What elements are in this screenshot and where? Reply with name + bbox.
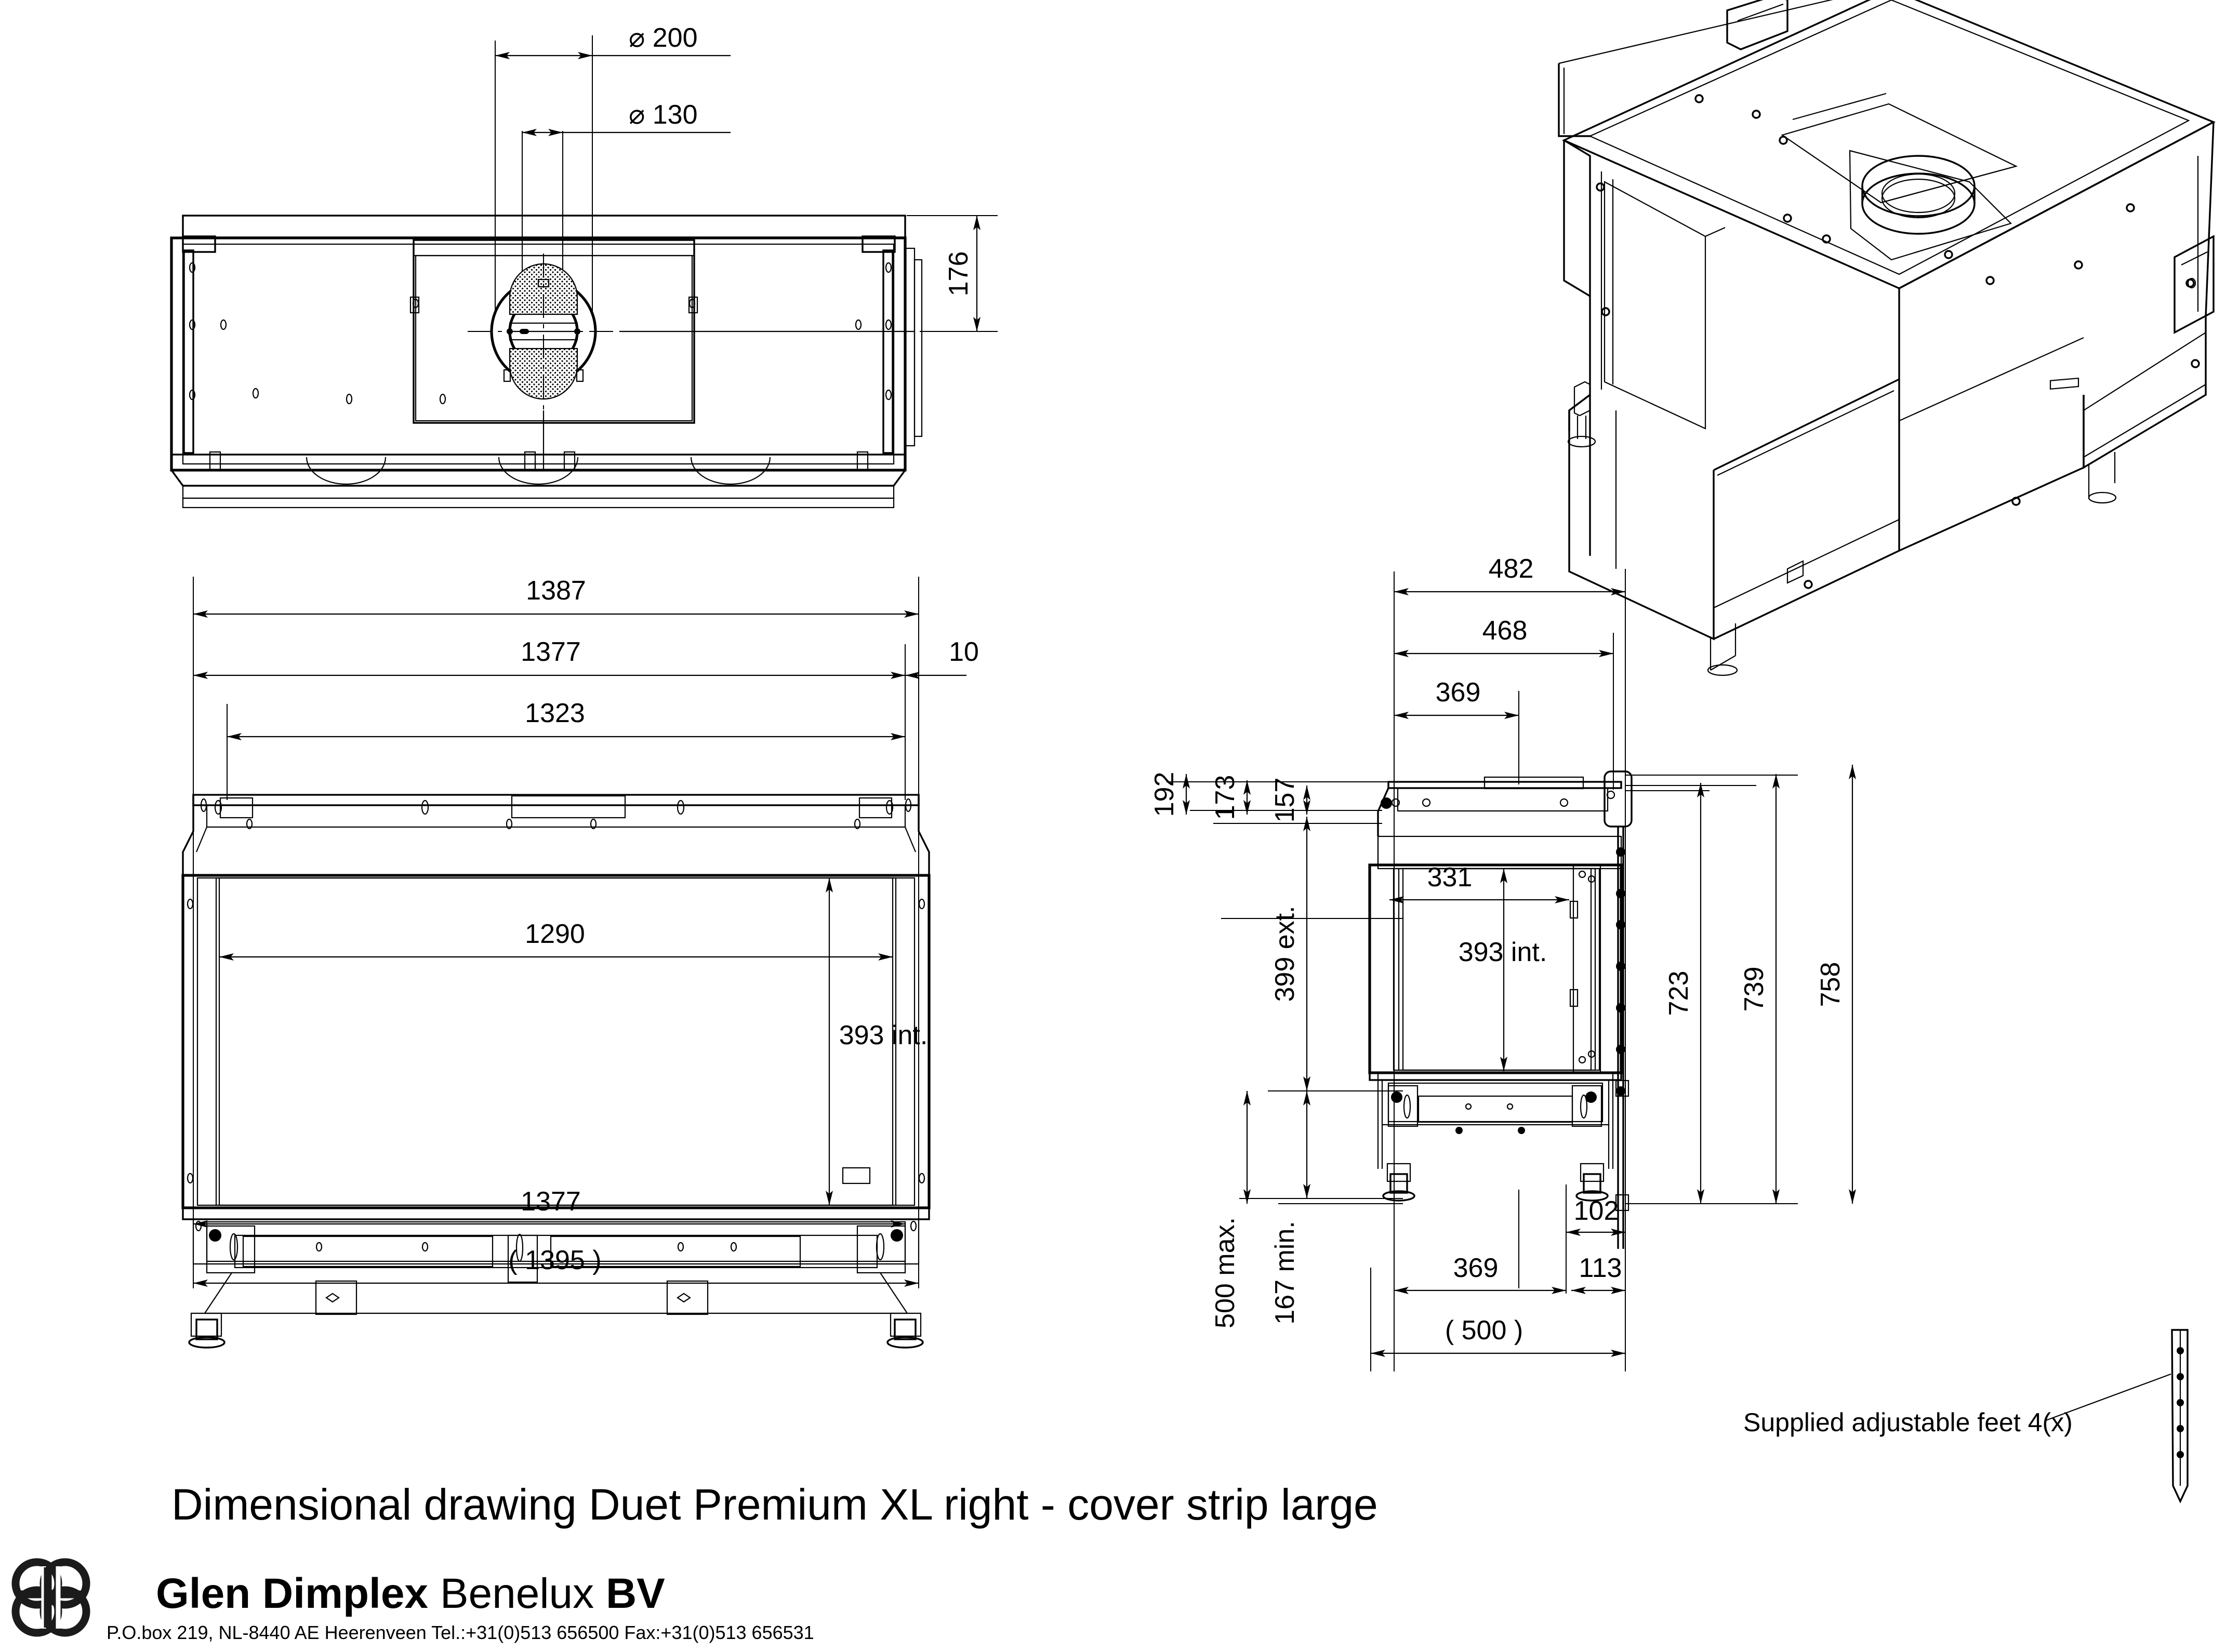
dimension-label-331: 331 [1427,862,1473,892]
dimension-192: 192 [1149,772,1190,817]
dimension-label-468: 468 [1482,616,1528,646]
dimension-label-369-top: 369 [1436,677,1481,708]
dimension-331: 331 [1389,862,1569,903]
front-extension-lines [193,577,919,1288]
side-cabinet-outline [1368,770,1633,1249]
dimension-10: 10 [905,637,979,679]
dimension-102: 102 [1566,1196,1625,1236]
front-cabinet-outline [181,794,931,1349]
dimension-label-10: 10 [949,637,979,667]
dimension-500-ref: ( 500 ) [1370,1268,1625,1371]
side-section-view: 482 468 369 192 173 157 399 ext. [1149,554,1856,1371]
dimension-157: 157 [1270,778,1310,823]
dimension-label-1395: ( 1395 ) [508,1245,601,1275]
adjustable-foot-detail: Supplied adjustable feet 4(x) [1743,1329,2189,1504]
company-address: P.O.box 219, NL-8440 AE Heerenveen Tel.:… [107,1622,814,1643]
dimension-label-173: 173 [1210,775,1240,820]
dimension-1377-bottom: 1377 [193,1187,905,1228]
dimension-label-1377-bottom: 1377 [521,1187,581,1217]
dimension-1377-top: 1377 [193,637,905,679]
dimension-label-393-int-front: 393 int. [839,1020,928,1050]
title-block: Dimensional drawing Duet Premium XL righ… [11,1480,1378,1643]
dimension-723: 723 [1664,783,1704,1204]
dimension-label-1290: 1290 [525,919,585,949]
plan-view: ⌀ 200 ⌀ 130 [170,23,998,509]
dimension-label-723: 723 [1664,971,1694,1016]
side-extension-lines [1167,569,1798,1371]
front-elevation-view: 1387 1377 10 1323 [181,576,979,1349]
dimension-label-393-int-side: 393 int. [1459,937,1547,967]
company-name-part3: BV [606,1570,665,1617]
dimension-113: 113 [1571,1253,1625,1294]
dimension-label-1387: 1387 [526,576,586,606]
dimension-label-482: 482 [1489,554,1534,584]
dimension-label-dia200: ⌀ 200 [629,23,698,53]
plan-cabinet-outline [170,215,923,509]
dimension-dia200: ⌀ 200 [495,23,731,59]
company-name: Glen Dimplex Benelux BV [156,1570,665,1617]
dimension-1387: 1387 [193,576,919,618]
dimension-393-int-side: 393 int. [1459,869,1547,1071]
dimension-173: 173 [1210,775,1251,820]
dimension-label-1323: 1323 [525,698,585,728]
dimension-label-1377-top: 1377 [521,637,581,667]
dimension-label-739: 739 [1739,967,1769,1012]
dimension-label-500-ref: ( 500 ) [1445,1315,1523,1345]
dimension-369-bottom: 369 [1394,1253,1566,1294]
isometric-3d-view [1558,0,2216,676]
dimension-label-167-min: 167 min. [1270,1221,1300,1324]
dimension-1290: 1290 [219,919,893,961]
dimension-label-dia130: ⌀ 130 [629,100,698,130]
dimension-1323: 1323 [227,698,905,740]
dimension-label-157: 157 [1270,778,1300,823]
dimension-label-102: 102 [1574,1196,1619,1226]
dimension-label-192: 192 [1149,772,1180,817]
dimension-482: 482 [1394,554,1625,595]
dimension-393-int-front: 393 int. [826,878,928,1205]
company-name-part1: Glen Dimplex [156,1570,428,1617]
dimension-label-758: 758 [1816,962,1846,1007]
dimension-739: 739 [1739,774,1780,1204]
note-adjustable-feet: Supplied adjustable feet 4(x) [1743,1408,2073,1437]
drawing-title: Dimensional drawing Duet Premium XL righ… [171,1480,1378,1529]
dimension-label-399-ext: 399 ext. [1270,905,1300,1002]
dimension-500-max: 500 max. [1210,1091,1251,1328]
dimension-1395: ( 1395 ) [193,1245,919,1287]
dimension-176: 176 [907,215,998,332]
dimension-758: 758 [1816,765,1856,1204]
plan-flue-collar [468,254,915,470]
dimension-399-ext: 399 ext. [1270,817,1310,1091]
dimension-369-top: 369 [1394,677,1519,719]
dimension-dia130: ⌀ 130 [522,100,731,136]
company-name-part2: Benelux [428,1570,606,1617]
dimension-label-369-bottom: 369 [1453,1253,1499,1283]
dimension-167-min: 167 min. [1270,1091,1310,1325]
dimension-label-176: 176 [944,251,974,297]
dimension-label-500-max: 500 max. [1210,1217,1240,1328]
dimension-468: 468 [1394,616,1613,657]
dimension-label-113: 113 [1579,1253,1622,1283]
glen-dimplex-celtic-knot-logo [11,1558,90,1637]
